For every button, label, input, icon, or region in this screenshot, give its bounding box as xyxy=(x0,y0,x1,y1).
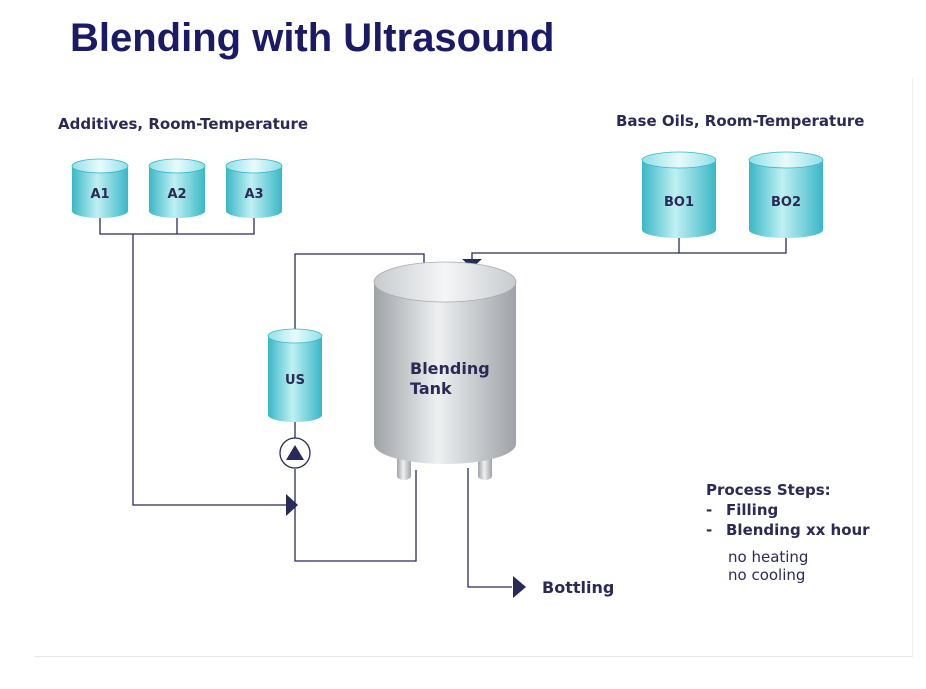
pump-inlet-arrow xyxy=(286,494,298,516)
tank-bo1: BO1 xyxy=(641,151,717,238)
bottling-arrow xyxy=(513,576,526,598)
tank-a3-label: A3 xyxy=(244,187,263,202)
process-step-1: Filling xyxy=(726,501,778,519)
blending-tank: Blending Tank xyxy=(373,261,517,480)
process-step-2: Blending xx hour xyxy=(726,521,870,539)
tank-a2: A2 xyxy=(148,158,206,218)
process-steps-heading: Process Steps: xyxy=(706,481,831,499)
tank-a3: A3 xyxy=(225,158,283,218)
bottling-line xyxy=(467,468,512,588)
tank-a2-label: A2 xyxy=(167,187,186,202)
process-steps: Process Steps: - Filling - Blending xx h… xyxy=(706,481,870,584)
process-note-2: no cooling xyxy=(728,566,805,584)
tank-bo1-label: BO1 xyxy=(664,195,694,210)
ultrasound-reactor: US xyxy=(267,328,323,422)
process-step-dash-2: - xyxy=(706,521,712,539)
base-oils-manifold xyxy=(678,236,787,254)
tank-bo2-label: BO2 xyxy=(771,195,801,210)
additives-feed-line xyxy=(132,234,290,506)
additives-label: Additives, Room-Temperature xyxy=(58,115,308,133)
bottling-label: Bottling xyxy=(542,578,614,597)
pump-icon xyxy=(279,437,311,469)
base-oils-feed-line xyxy=(471,252,679,262)
process-step-dash-1: - xyxy=(706,501,712,519)
base-oils-label: Base Oils, Room-Temperature xyxy=(616,112,864,130)
slide-title: Blending with Ultrasound xyxy=(70,16,555,60)
tank-a1: A1 xyxy=(71,158,129,218)
tank-a1-label: A1 xyxy=(90,187,109,202)
recirculation-return-line xyxy=(294,469,417,562)
process-note-1: no heating xyxy=(728,548,808,566)
blending-tank-label-line1: Blending xyxy=(410,359,490,378)
blending-tank-label-line2: Tank xyxy=(410,379,452,398)
tank-bo2: BO2 xyxy=(748,151,824,238)
pipe-network xyxy=(99,218,787,588)
ultrasound-label: US xyxy=(285,373,305,388)
